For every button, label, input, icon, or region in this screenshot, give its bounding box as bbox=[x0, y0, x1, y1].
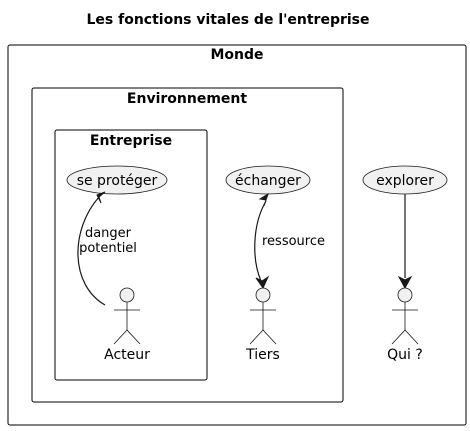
actor-acteur[interactable]: Acteur bbox=[104, 287, 150, 363]
actor-acteur-head-icon bbox=[119, 287, 135, 303]
diagram-title: Les fonctions vitales de l'entreprise bbox=[86, 12, 369, 28]
actor-tiers-label: Tiers bbox=[245, 347, 280, 363]
usecase-se-proteger[interactable]: se protéger bbox=[66, 165, 168, 195]
edge-ressource-arrowhead-bottom bbox=[255, 275, 270, 290]
edge-ressource: ressource bbox=[254, 192, 325, 290]
edge-danger-label-1: danger bbox=[85, 226, 132, 241]
edge-danger-label-2: potentiel bbox=[79, 241, 137, 256]
frame-environnement: Environnement bbox=[31, 87, 344, 403]
actor-tiers-head-icon bbox=[255, 287, 271, 303]
actor-tiers-legs bbox=[249, 329, 277, 345]
edge-explorer-qui bbox=[397, 194, 413, 290]
actor-tiers[interactable]: Tiers bbox=[245, 287, 280, 363]
frame-environnement-border bbox=[31, 87, 344, 403]
actor-acteur-legs bbox=[113, 329, 141, 345]
frame-entreprise: Entreprise bbox=[54, 129, 208, 381]
usecase-se-proteger-label: se protéger bbox=[77, 173, 158, 189]
usecase-explorer[interactable]: explorer bbox=[362, 165, 448, 195]
frame-monde-title: Monde bbox=[210, 47, 263, 63]
actor-qui-label: Qui ? bbox=[387, 347, 423, 363]
actor-qui[interactable]: Qui ? bbox=[387, 287, 423, 363]
usecase-explorer-label: explorer bbox=[376, 173, 434, 189]
actor-acteur-label: Acteur bbox=[104, 347, 150, 363]
frame-monde-border bbox=[7, 44, 467, 426]
usecase-echanger[interactable]: échanger bbox=[225, 165, 311, 195]
frame-entreprise-title: Entreprise bbox=[90, 133, 172, 149]
edge-danger-potentiel: danger potentiel bbox=[77, 191, 137, 306]
edge-ressource-line bbox=[254, 200, 267, 282]
frame-environnement-title: Environnement bbox=[127, 91, 247, 107]
usecase-se-proteger-shape bbox=[66, 165, 168, 195]
edge-danger-potentiel-line bbox=[77, 196, 106, 306]
edge-ressource-arrowhead-top bbox=[258, 192, 269, 207]
frame-monde: Monde bbox=[7, 44, 467, 426]
actor-qui-head-icon bbox=[397, 287, 413, 303]
edge-danger-potentiel-arrowhead bbox=[96, 191, 106, 204]
edge-explorer-qui-arrowhead bbox=[397, 275, 413, 290]
actor-qui-legs bbox=[391, 329, 419, 345]
frame-entreprise-border bbox=[54, 129, 208, 381]
edge-ressource-label: ressource bbox=[262, 234, 325, 249]
usecase-echanger-label: échanger bbox=[235, 173, 301, 189]
